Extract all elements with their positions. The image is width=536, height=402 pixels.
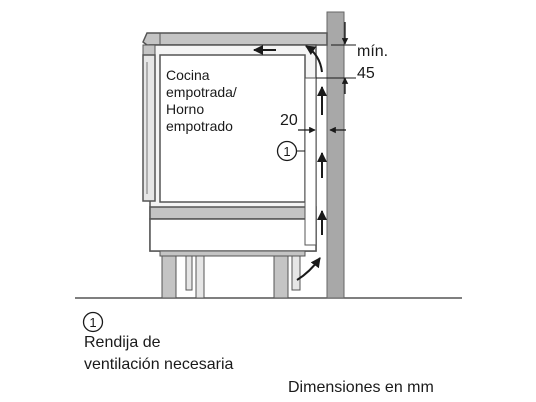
dim-45-label: mín. — [357, 43, 388, 60]
oven-box — [159, 54, 306, 203]
cabinet-foot-inner — [185, 255, 193, 291]
cabinet-label-line-2: empotrada/ — [166, 84, 237, 100]
wall — [326, 11, 345, 299]
cabinet-foot-right-2 — [291, 255, 301, 291]
rear-vent-panel — [304, 77, 317, 246]
front-panel — [142, 54, 156, 202]
cabinet-foot-right — [273, 255, 289, 299]
cabinet-label-line-1: Cocina — [166, 67, 210, 83]
legend-circle — [82, 311, 104, 333]
airflow-arrow-curve-top — [305, 45, 323, 73]
callout-circle — [276, 140, 298, 162]
legend-number: 1 — [89, 315, 96, 330]
legend-line-1: Rendija de — [84, 334, 161, 351]
airflow-arrow-bottom — [296, 257, 321, 281]
dim-20-label: 20 — [280, 112, 298, 129]
legend-line-2: ventilación necesaria — [84, 356, 234, 373]
countertop — [142, 32, 328, 46]
plinth-top — [149, 206, 317, 220]
units-note: Dimensiones en mm — [288, 379, 434, 396]
front-panel-top — [142, 44, 156, 56]
cabinet-label-line-4: empotrado — [166, 118, 233, 134]
base-board — [159, 250, 306, 257]
cabinet-foot-left — [161, 255, 177, 299]
callout-number: 1 — [283, 144, 290, 159]
plinth-box — [149, 218, 317, 252]
dim-45-value: 45 — [357, 65, 375, 82]
cabinet-foot-left-2 — [195, 255, 205, 299]
cabinet-label-line-3: Horno — [166, 101, 204, 117]
